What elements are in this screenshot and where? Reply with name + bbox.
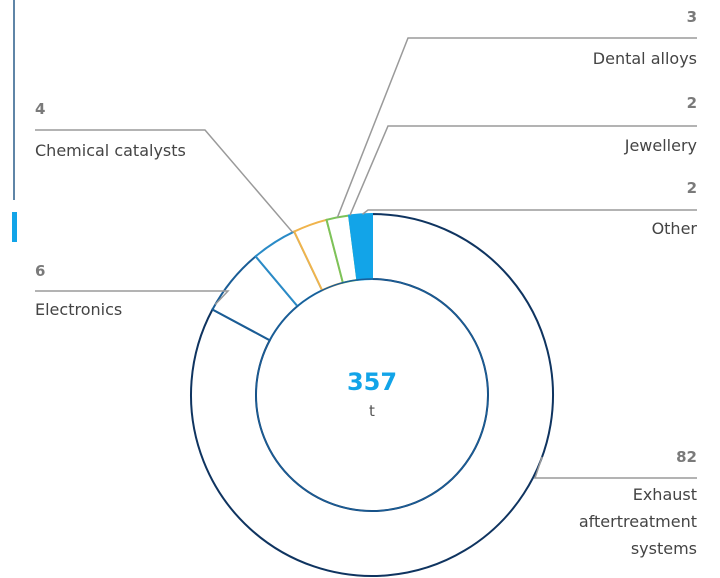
leader-lines <box>35 37 697 479</box>
center-total-value: 357 <box>347 368 397 396</box>
value-label-other: 2 <box>687 179 697 197</box>
leader-line-jewellery <box>349 125 697 216</box>
category-label-exhaust-line3: systems <box>631 539 697 558</box>
category-label-exhaust-line1: Exhaust <box>633 485 697 504</box>
value-label-exhaust: 82 <box>676 448 697 466</box>
value-label-electronics: 6 <box>35 262 45 280</box>
value-label-dental: 3 <box>687 8 697 26</box>
leader-line-dental <box>336 37 697 218</box>
value-label-jewellery: 2 <box>687 94 697 112</box>
accent-bar <box>12 212 17 242</box>
inner-circle <box>255 278 489 512</box>
leader-line-other <box>362 209 697 215</box>
category-label-exhaust-line2: aftertreatment <box>579 512 697 531</box>
category-label-chemical: Chemical catalysts <box>35 141 186 160</box>
leader-line-chemical <box>35 129 294 233</box>
category-label-jewellery: Jewellery <box>624 136 697 155</box>
leader-line-electronics <box>35 290 230 306</box>
category-label-electronics: Electronics <box>35 300 122 319</box>
center-total-unit: t <box>369 402 375 420</box>
leader-line-exhaust <box>533 456 697 479</box>
category-label-other: Other <box>652 219 698 238</box>
value-label-chemical: 4 <box>35 100 45 118</box>
category-label-dental: Dental alloys <box>593 49 697 68</box>
